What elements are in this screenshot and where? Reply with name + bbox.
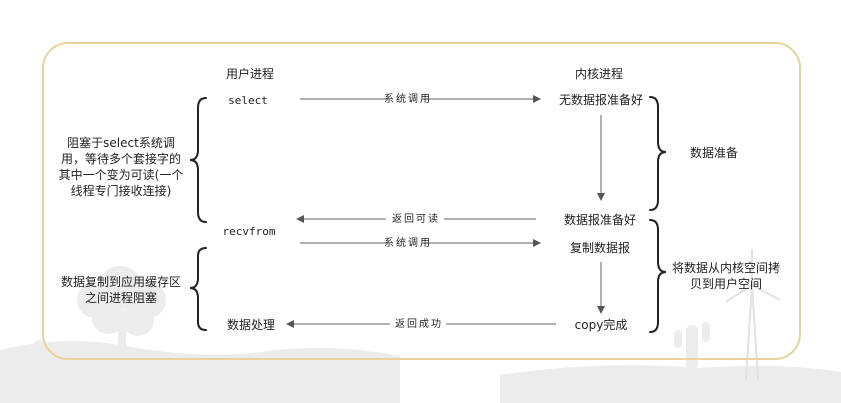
- kernel-no-data-ready: 无数据报准备好: [558, 93, 644, 107]
- arrow-label-syscall-1: 系统调用: [384, 94, 432, 105]
- kernel-process-header: 内核进程: [574, 67, 624, 81]
- step-process-data: 数据处理: [226, 318, 276, 332]
- step-select: select: [228, 94, 268, 107]
- kernel-data-ready: 数据报准备好: [563, 213, 637, 227]
- user-process-header: 用户进程: [225, 67, 275, 81]
- right-brace-preparation: [649, 96, 667, 211]
- arrow-label-syscall-2: 系统调用: [384, 238, 432, 249]
- left-brace-blocking: [189, 97, 207, 223]
- arrow-label-return-readable: 返回可读: [392, 214, 440, 225]
- kernel-copy-done: copy完成: [574, 318, 628, 332]
- note-copy-kernel-to-user: 将数据从内核空间拷贝到用户空间: [672, 261, 781, 291]
- left-brace-copy: [189, 247, 207, 331]
- step-recvfrom: recvfrom: [222, 225, 276, 238]
- arrow-label-return-success: 返回成功: [395, 319, 443, 330]
- diagram-frame: [42, 42, 801, 360]
- note-blocked-copy: 数据复制到应用缓存区之间进程阻塞: [60, 275, 181, 305]
- note-data-preparation: 数据准备: [689, 146, 738, 160]
- right-brace-copy: [649, 219, 667, 333]
- note-blocked-on-select: 阻塞于select系统调用，等待多个套接字的其中一个变为可读(一个线程专门接收连…: [58, 136, 184, 198]
- windmill-illustration: [725, 250, 781, 381]
- kernel-copy-datagram: 复制数据报: [569, 241, 631, 255]
- tree-illustration: [77, 266, 166, 365]
